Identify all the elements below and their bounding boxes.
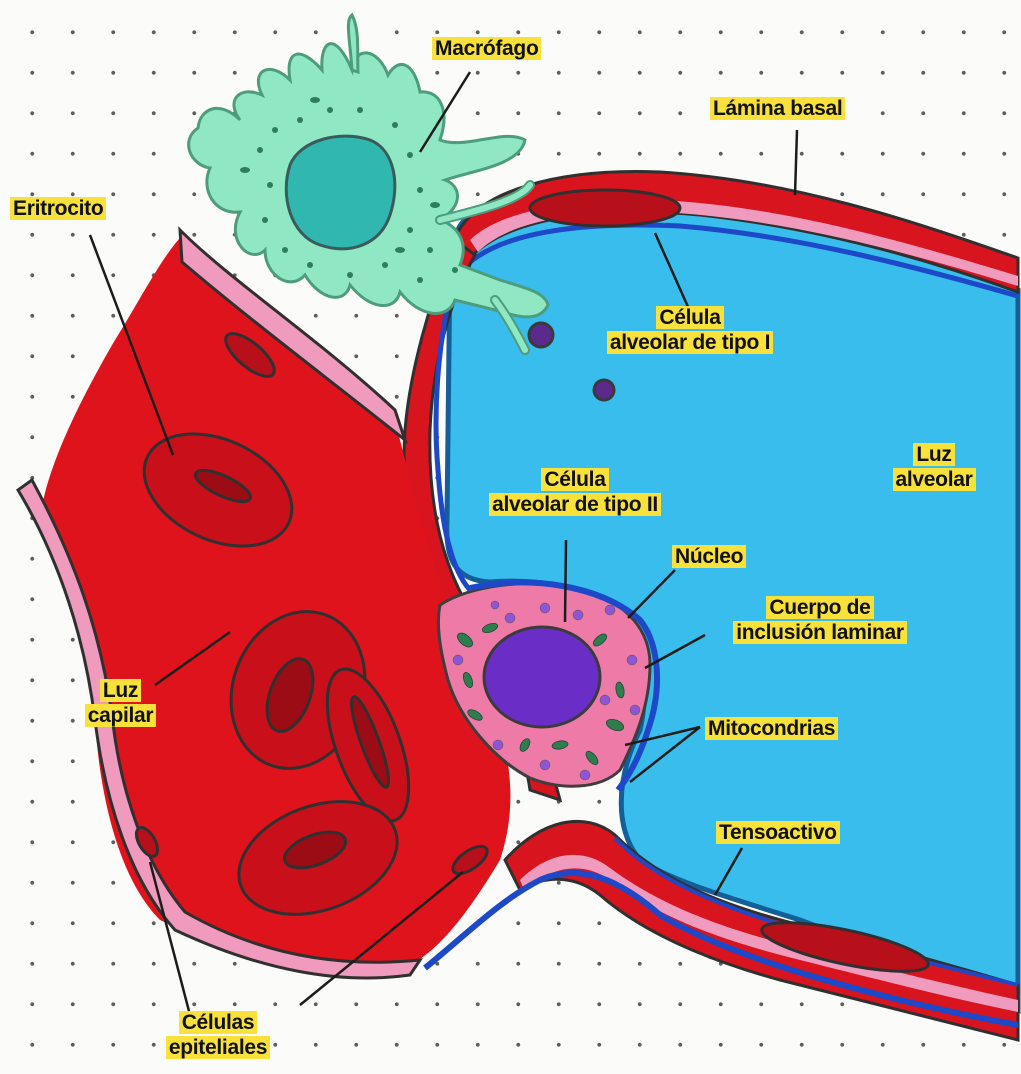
label-eritrocito: Eritrocito [10,196,106,221]
label-luz-alveolar: Luz alveolar [878,442,990,492]
label-celula-tipo-2: Célula alveolar de tipo II [455,467,695,517]
alveolar-particle [529,323,553,347]
label-cuerpo-inclusion: Cuerpo de inclusión laminar [700,595,940,645]
label-nucleo: Núcleo [672,544,746,569]
macrophage-nucleus [286,136,395,249]
label-mitocondrias: Mitocondrias [705,716,838,741]
label-lamina-basal: Lámina basal [710,96,845,121]
label-macrofago: Macrófago [432,36,541,61]
label-celula-tipo-1: Célula alveolar de tipo I [575,305,805,355]
label-celulas-epiteliales: Células epiteliales [138,1010,298,1060]
upper-wall-nucleus [530,190,680,226]
alveolar-particle [594,380,614,400]
type2-nucleus [484,627,600,727]
label-tensoactivo: Tensoactivo [716,820,840,845]
label-luz-capilar: Luz capilar [68,678,173,728]
